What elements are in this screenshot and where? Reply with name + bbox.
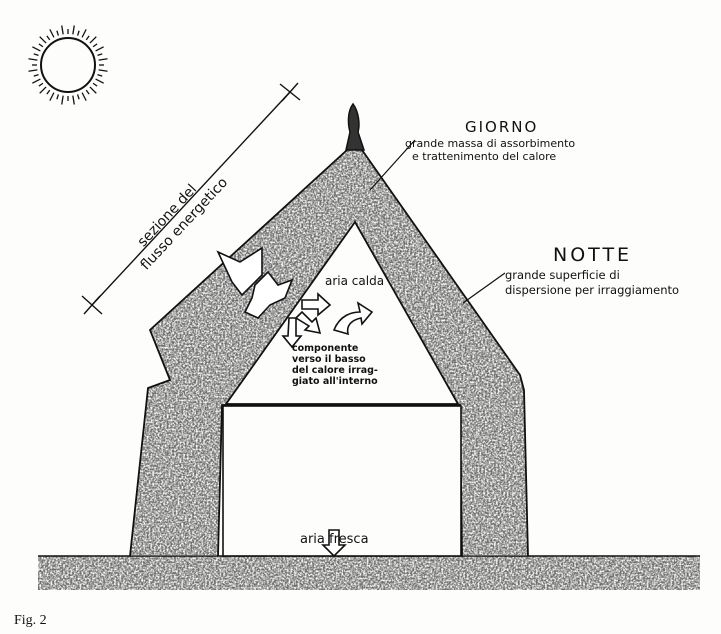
- sun-ray: [56, 94, 60, 100]
- sun-ray: [39, 86, 47, 94]
- day-desc-1: grande massa di assorbimento: [405, 137, 575, 150]
- sun-ray: [72, 95, 75, 105]
- sun-ray: [89, 86, 97, 94]
- sun-ray: [49, 92, 55, 101]
- sun-ray: [76, 94, 80, 100]
- interior-room: [222, 405, 462, 557]
- finial: [345, 102, 366, 151]
- fresh-air-arrow: [321, 529, 347, 558]
- sun-ray: [61, 95, 64, 105]
- section-dimension-line: [81, 82, 301, 315]
- inward-arrow: [301, 292, 332, 317]
- sun-ray: [46, 35, 51, 41]
- night-title: NOTTE: [553, 244, 632, 266]
- night-desc-1: grande superficie di: [505, 268, 620, 282]
- diagonal-arrow: [294, 310, 322, 335]
- section-label: sezione del flusso energetico: [135, 175, 232, 274]
- sun-ray: [46, 89, 51, 95]
- sun-ray: [39, 36, 47, 44]
- figure-caption: Fig. 2: [14, 613, 47, 628]
- warm-air-arrow: [332, 301, 374, 336]
- fresh-air-label: aria fresca: [300, 532, 369, 547]
- svg-text:componente: componente: [292, 343, 358, 354]
- sun-ray: [61, 25, 64, 35]
- sun-ray: [56, 30, 60, 36]
- day-desc-2: e trattenimento del calore: [412, 150, 556, 163]
- sun-ray: [95, 46, 104, 52]
- day-leader: [369, 139, 416, 191]
- svg-text:del calore irrag-: del calore irrag-: [292, 365, 378, 376]
- sun-ray: [97, 73, 103, 77]
- night-desc-2: dispersione per irraggiamento: [505, 283, 679, 297]
- night-leader: [462, 272, 506, 304]
- sun-ray: [28, 58, 38, 61]
- svg-text:giato all'interno: giato all'interno: [292, 376, 378, 387]
- warm-air-label: aria calda: [325, 274, 384, 288]
- sun-ray: [89, 36, 97, 44]
- sun-ray: [98, 58, 108, 61]
- sun-ray: [81, 92, 87, 101]
- sun-ray: [38, 82, 44, 87]
- sun-ray: [76, 30, 80, 36]
- down-arrow: [281, 317, 303, 349]
- sun-ray: [33, 73, 39, 77]
- interior-cone: [224, 220, 460, 405]
- sun-ray: [32, 78, 41, 84]
- ground: [38, 556, 700, 590]
- sun-ray: [98, 69, 108, 72]
- component-label: componente verso il basso del calore irr…: [292, 343, 378, 387]
- cross-diffusion-arrow: [243, 270, 294, 319]
- sun-ray: [81, 29, 87, 38]
- day-title: GIORNO: [465, 118, 538, 136]
- incoming-radiation-arrow: [216, 246, 263, 297]
- sun-ray: [33, 53, 39, 57]
- sun-ray: [72, 25, 75, 35]
- sun-ray: [38, 43, 44, 48]
- sun-ray: [85, 89, 90, 95]
- sun-ray: [28, 69, 38, 72]
- sun-ray: [95, 78, 104, 84]
- sun-ray: [32, 46, 41, 52]
- svg-text:verso il basso: verso il basso: [292, 354, 366, 365]
- sun-ray: [92, 82, 98, 87]
- sun-ray: [49, 29, 55, 38]
- sun-ray: [92, 43, 98, 48]
- sun-icon: [28, 25, 108, 105]
- sun-ray: [85, 35, 90, 41]
- sun-ray: [97, 53, 103, 57]
